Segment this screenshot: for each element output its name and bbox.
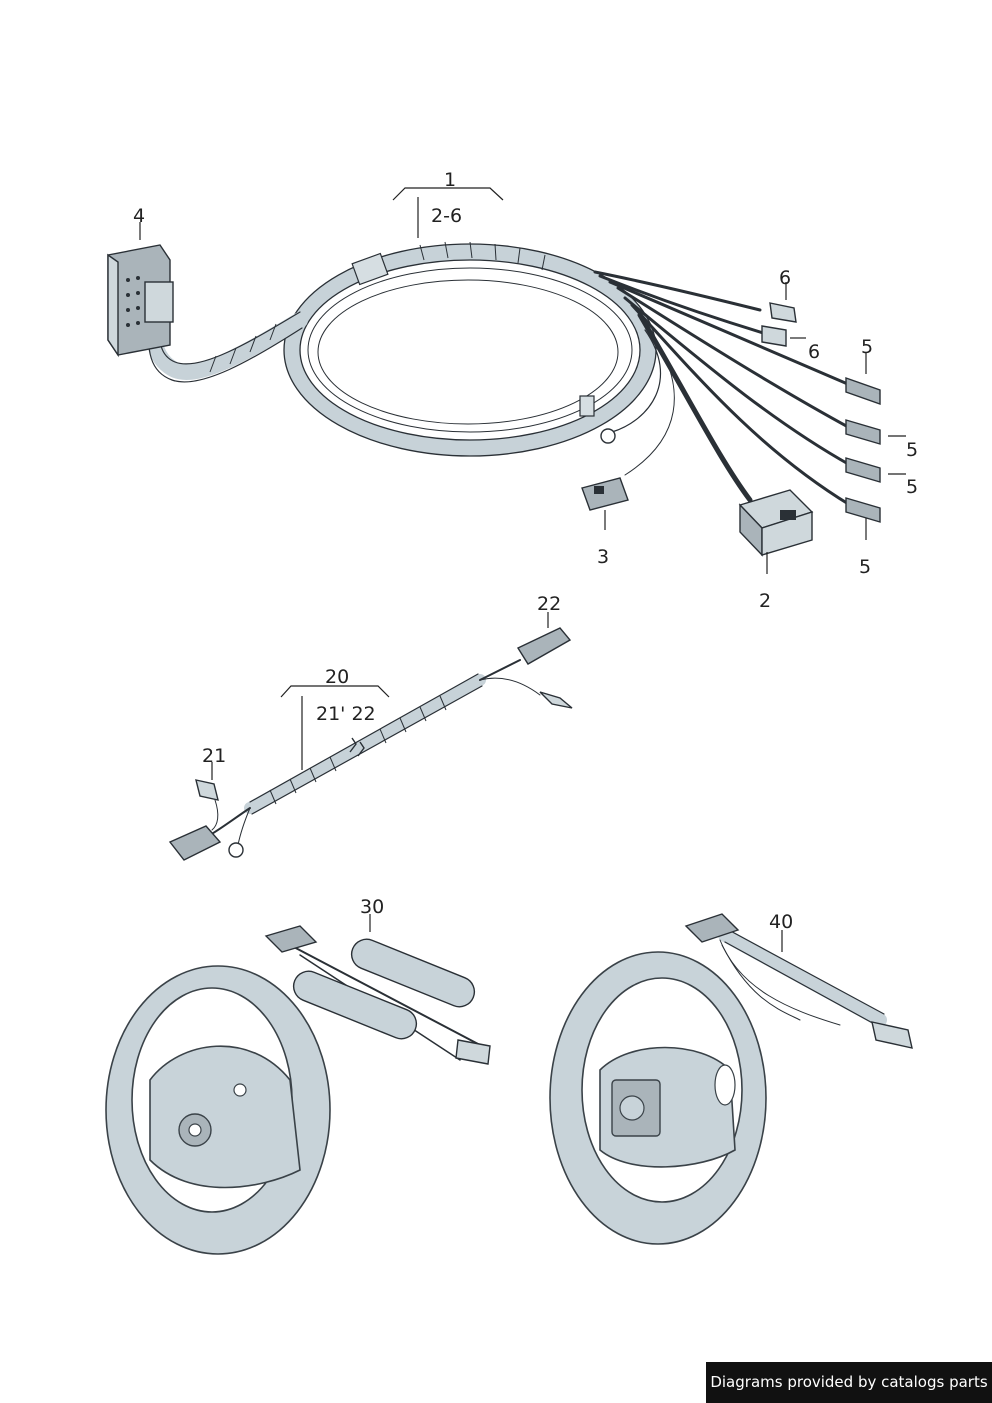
connector-6a[interactable] xyxy=(769,302,797,323)
callout-21: 21 xyxy=(202,745,226,767)
callout-4: 4 xyxy=(133,205,145,227)
callout-20: 20 xyxy=(325,666,349,688)
connector-4[interactable] xyxy=(107,244,174,358)
callout-40: 40 xyxy=(769,911,793,933)
connector-3[interactable] xyxy=(581,477,629,511)
callout-1: 1 xyxy=(444,169,456,191)
callout-5a: 5 xyxy=(861,336,873,358)
callout-6a: 6 xyxy=(779,267,791,289)
credit-banner: Diagrams provided by catalogs parts xyxy=(706,1362,992,1403)
connector-30-plug[interactable] xyxy=(455,1039,491,1065)
connector-30[interactable] xyxy=(264,925,318,953)
callout-22: 22 xyxy=(537,593,561,615)
connector-20-small[interactable] xyxy=(539,691,573,709)
connector-2[interactable] xyxy=(738,489,814,557)
steering-wheel-30[interactable] xyxy=(105,965,331,1255)
heating-elements-30[interactable] xyxy=(264,925,491,1065)
wiring-harness-20[interactable] xyxy=(168,627,573,861)
heating-element-40[interactable] xyxy=(684,913,913,1049)
connector-6b[interactable] xyxy=(761,325,787,347)
connector-5d[interactable] xyxy=(845,497,881,523)
callout-3: 3 xyxy=(597,546,609,568)
callout-20-range: 21' 22 xyxy=(316,703,376,725)
connector-20-main[interactable] xyxy=(168,825,222,861)
wiring-harness-1[interactable] xyxy=(107,241,881,557)
callout-5d: 5 xyxy=(859,556,871,578)
callout-5c: 5 xyxy=(906,476,918,498)
connector-5a[interactable] xyxy=(845,377,881,405)
heating-element-lower[interactable] xyxy=(289,967,421,1044)
connector-21[interactable] xyxy=(195,779,219,801)
steering-wheel-40[interactable] xyxy=(549,951,767,1245)
callout-1-range: 2-6 xyxy=(431,205,462,227)
callout-6b: 6 xyxy=(808,341,820,363)
callout-5b: 5 xyxy=(906,439,918,461)
connector-5b[interactable] xyxy=(845,419,881,445)
callout-2: 2 xyxy=(759,590,771,612)
connector-40-plug[interactable] xyxy=(871,1021,913,1049)
heating-element-upper[interactable] xyxy=(347,935,479,1012)
connector-40[interactable] xyxy=(684,913,740,943)
connector-5c[interactable] xyxy=(845,457,881,483)
callout-leaders xyxy=(139,187,906,952)
connector-22[interactable] xyxy=(516,627,572,665)
callout-30: 30 xyxy=(360,896,384,918)
